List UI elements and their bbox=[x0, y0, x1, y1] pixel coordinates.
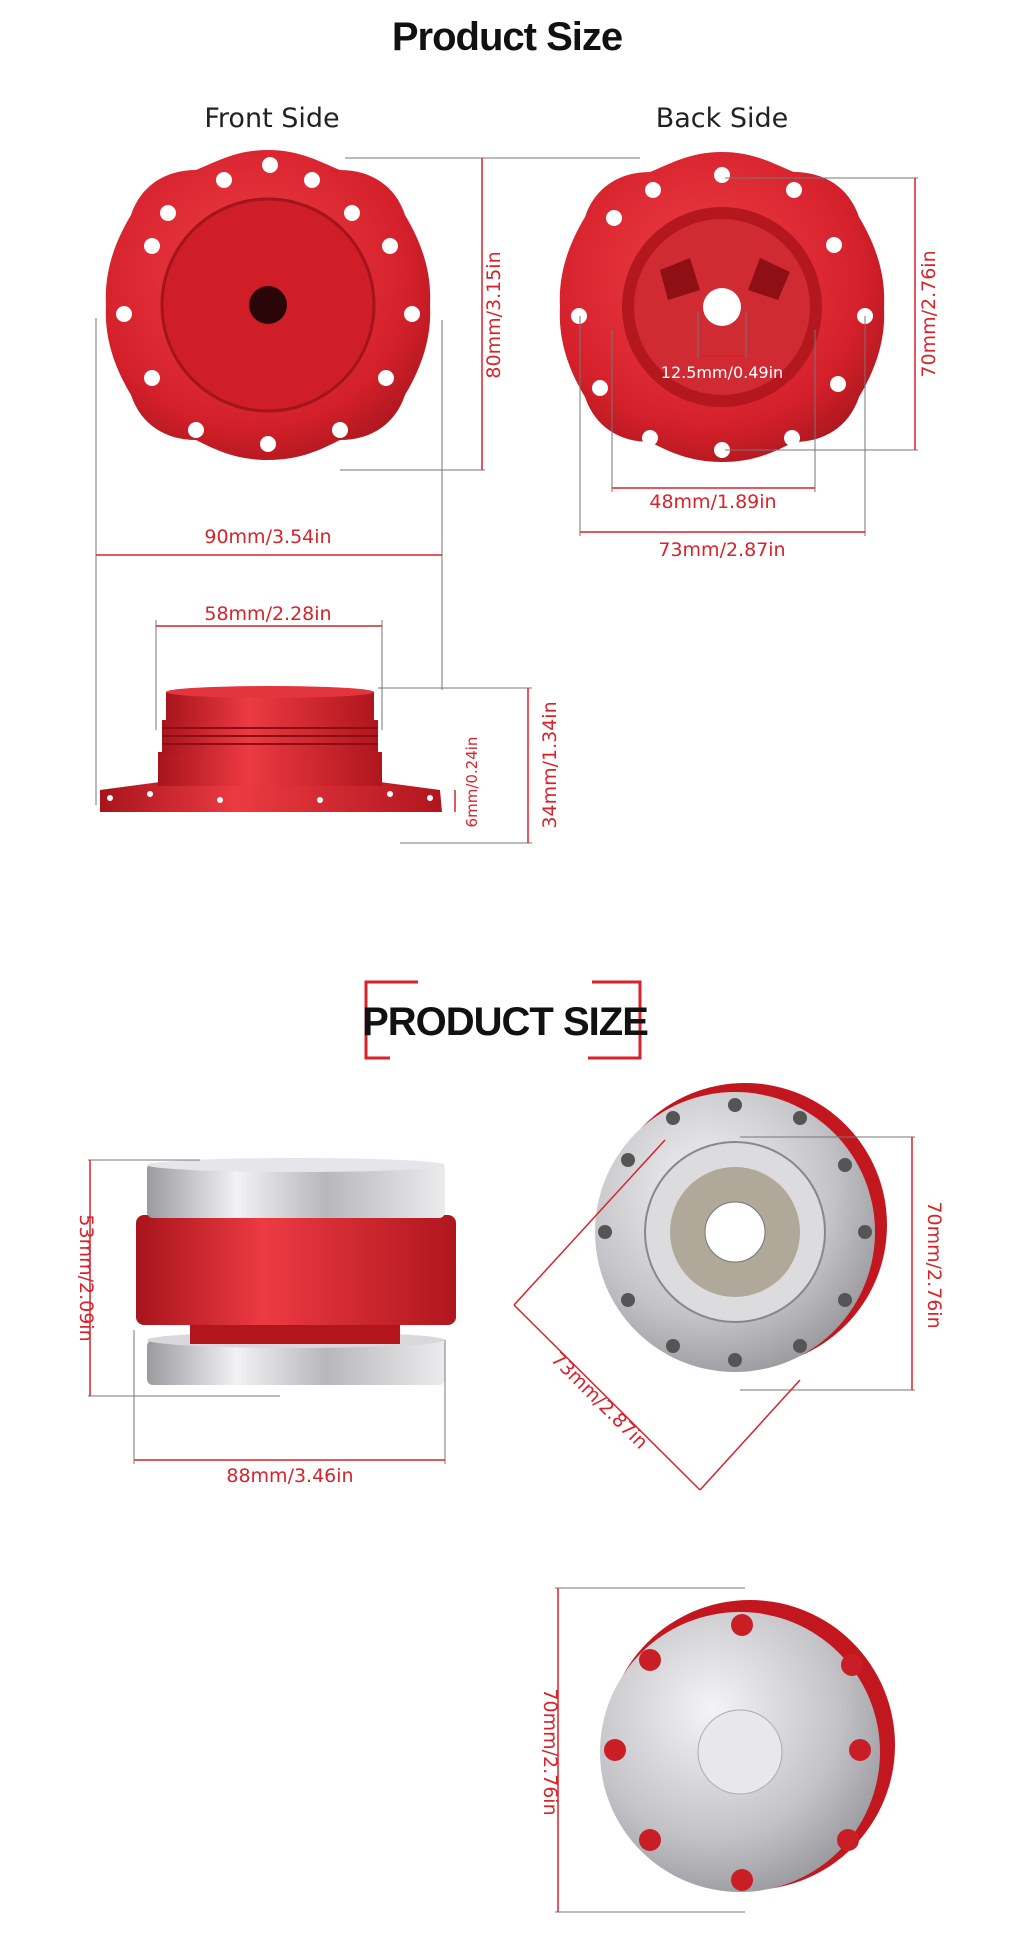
dim-plate-thickness: 6mm/0.24in bbox=[463, 737, 481, 828]
dim-side-height: 53mm/2.09in bbox=[75, 1214, 97, 1341]
dim-center-bore: 12.5mm/0.49in bbox=[661, 363, 783, 382]
back-side-label: Back Side bbox=[656, 103, 789, 134]
dimension-lines-3 bbox=[513, 1136, 915, 1491]
dim-bolt-width: 73mm/2.87in bbox=[658, 539, 785, 561]
dim-inner-width: 48mm/1.89in bbox=[649, 491, 776, 513]
dim-back-span: 70mm/2.76in bbox=[923, 1201, 945, 1328]
section-title: Product Size bbox=[392, 15, 622, 59]
quick-release-bottom-image bbox=[600, 1600, 895, 1892]
quick-release-back-image bbox=[595, 1083, 887, 1372]
dimension-lines-4 bbox=[555, 1587, 745, 1913]
front-flange-image bbox=[105, 150, 431, 460]
front-side-label: Front Side bbox=[204, 103, 339, 134]
dim-back-height: 70mm/2.76in bbox=[918, 250, 940, 377]
dimension-lines-1 bbox=[95, 157, 918, 844]
side-flange-image bbox=[100, 686, 442, 812]
dimension-lines-2 bbox=[88, 1159, 446, 1464]
dim-total-height: 34mm/1.34in bbox=[539, 701, 561, 828]
dim-boss-width: 58mm/2.28in bbox=[204, 603, 331, 625]
section2-title: PRODUCT SIZE bbox=[362, 1000, 648, 1044]
dim-diagonal: 73mm/2.87in bbox=[546, 1348, 652, 1454]
dim-overall-width: 90mm/3.54in bbox=[204, 526, 331, 548]
dim-front-height: 80mm/3.15in bbox=[483, 251, 505, 378]
back-flange-image bbox=[559, 152, 885, 462]
section2-title-frame bbox=[364, 980, 642, 1060]
quick-release-side-image bbox=[136, 1158, 456, 1385]
dim-bottom-span: 70mm/2.76in bbox=[539, 1688, 561, 1815]
dim-side-width: 88mm/3.46in bbox=[226, 1465, 353, 1487]
